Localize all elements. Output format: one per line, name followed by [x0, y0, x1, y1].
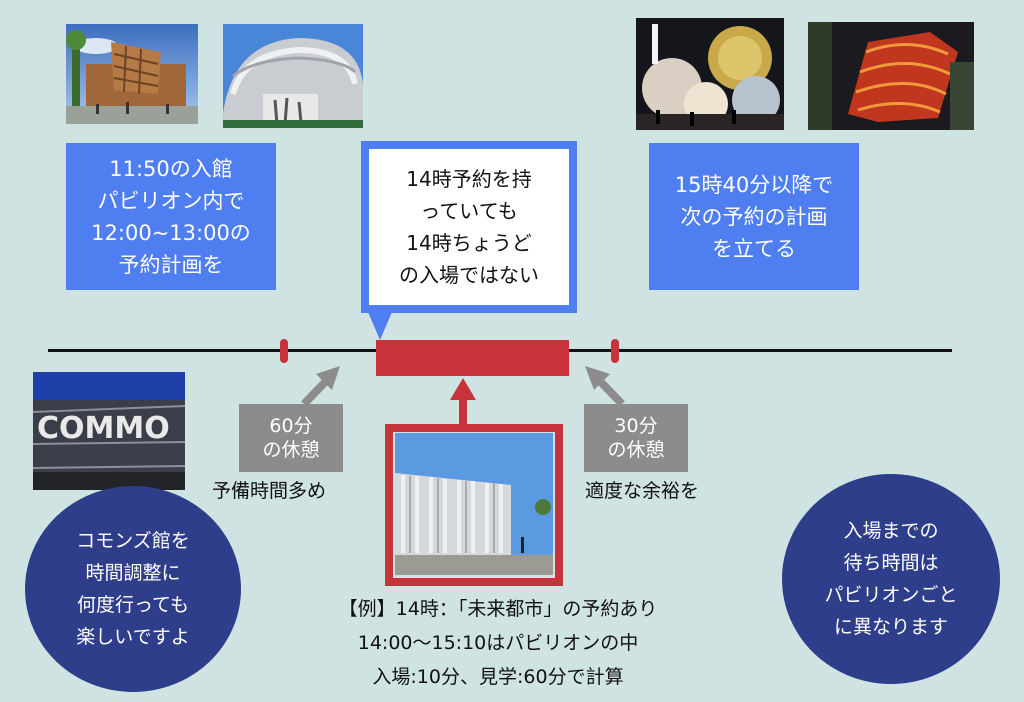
timeline-tick-start: [280, 339, 288, 363]
pavilion-photo-night-globes: [636, 18, 784, 130]
reservation-callout-text: 14時予約を持 っていても 14時ちょうど の入場ではない: [369, 149, 569, 305]
timeline-tick-end: [611, 339, 619, 363]
pavilion-photo-wooden: [66, 24, 198, 124]
callout-tail: [368, 312, 392, 340]
break-30min-caption: 適度な余裕を: [585, 480, 700, 502]
arrow-up-icon: [450, 378, 476, 430]
commons-building-photo: COMMO: [33, 372, 185, 490]
pavilion-photo-dome: [223, 24, 363, 128]
example-line-3: 入場:10分、見学:60分で計算: [372, 666, 624, 688]
wait-time-circle: 入場までの 待ち時間は パビリオンごと に異なります: [782, 474, 1000, 684]
reservation-callout: 14時予約を持 っていても 14時ちょうど の入場ではない: [361, 141, 577, 313]
break-60min-caption: 予備時間多め: [212, 480, 327, 502]
pavilion-photo-night-red: [808, 22, 974, 130]
arrow-up-left-icon: [585, 366, 625, 407]
example-line-1: 【例】14時：「未来都市」の予約あり: [338, 598, 658, 620]
break-30min-label: 30分 の休憩: [584, 404, 688, 472]
pavilion-time-bar: [376, 340, 569, 376]
next-plan-note: 15時40分以降で 次の予約の計画 を立てる: [649, 143, 859, 290]
example-line-2: 14:00〜15:10はパビリオンの中: [357, 632, 639, 654]
pavilion-photo-frame: [385, 424, 563, 586]
break-60min-label: 60分 の休憩: [239, 404, 343, 472]
arrow-up-right-icon: [301, 366, 340, 407]
mirai-toshi-pavilion-photo: [395, 433, 553, 575]
commons-sign-text: COMMO: [37, 411, 170, 446]
commons-tip-circle: コモンズ館を 時間調整に 何度行っても 楽しいですよ: [25, 486, 241, 692]
example-text: 【例】14時：「未来都市」の予約あり 14:00〜15:10はパビリオンの中 入…: [268, 592, 728, 694]
entry-plan-note: 11:50の入館 パビリオン内で 12:00~13:00の 予約計画を: [66, 143, 276, 290]
